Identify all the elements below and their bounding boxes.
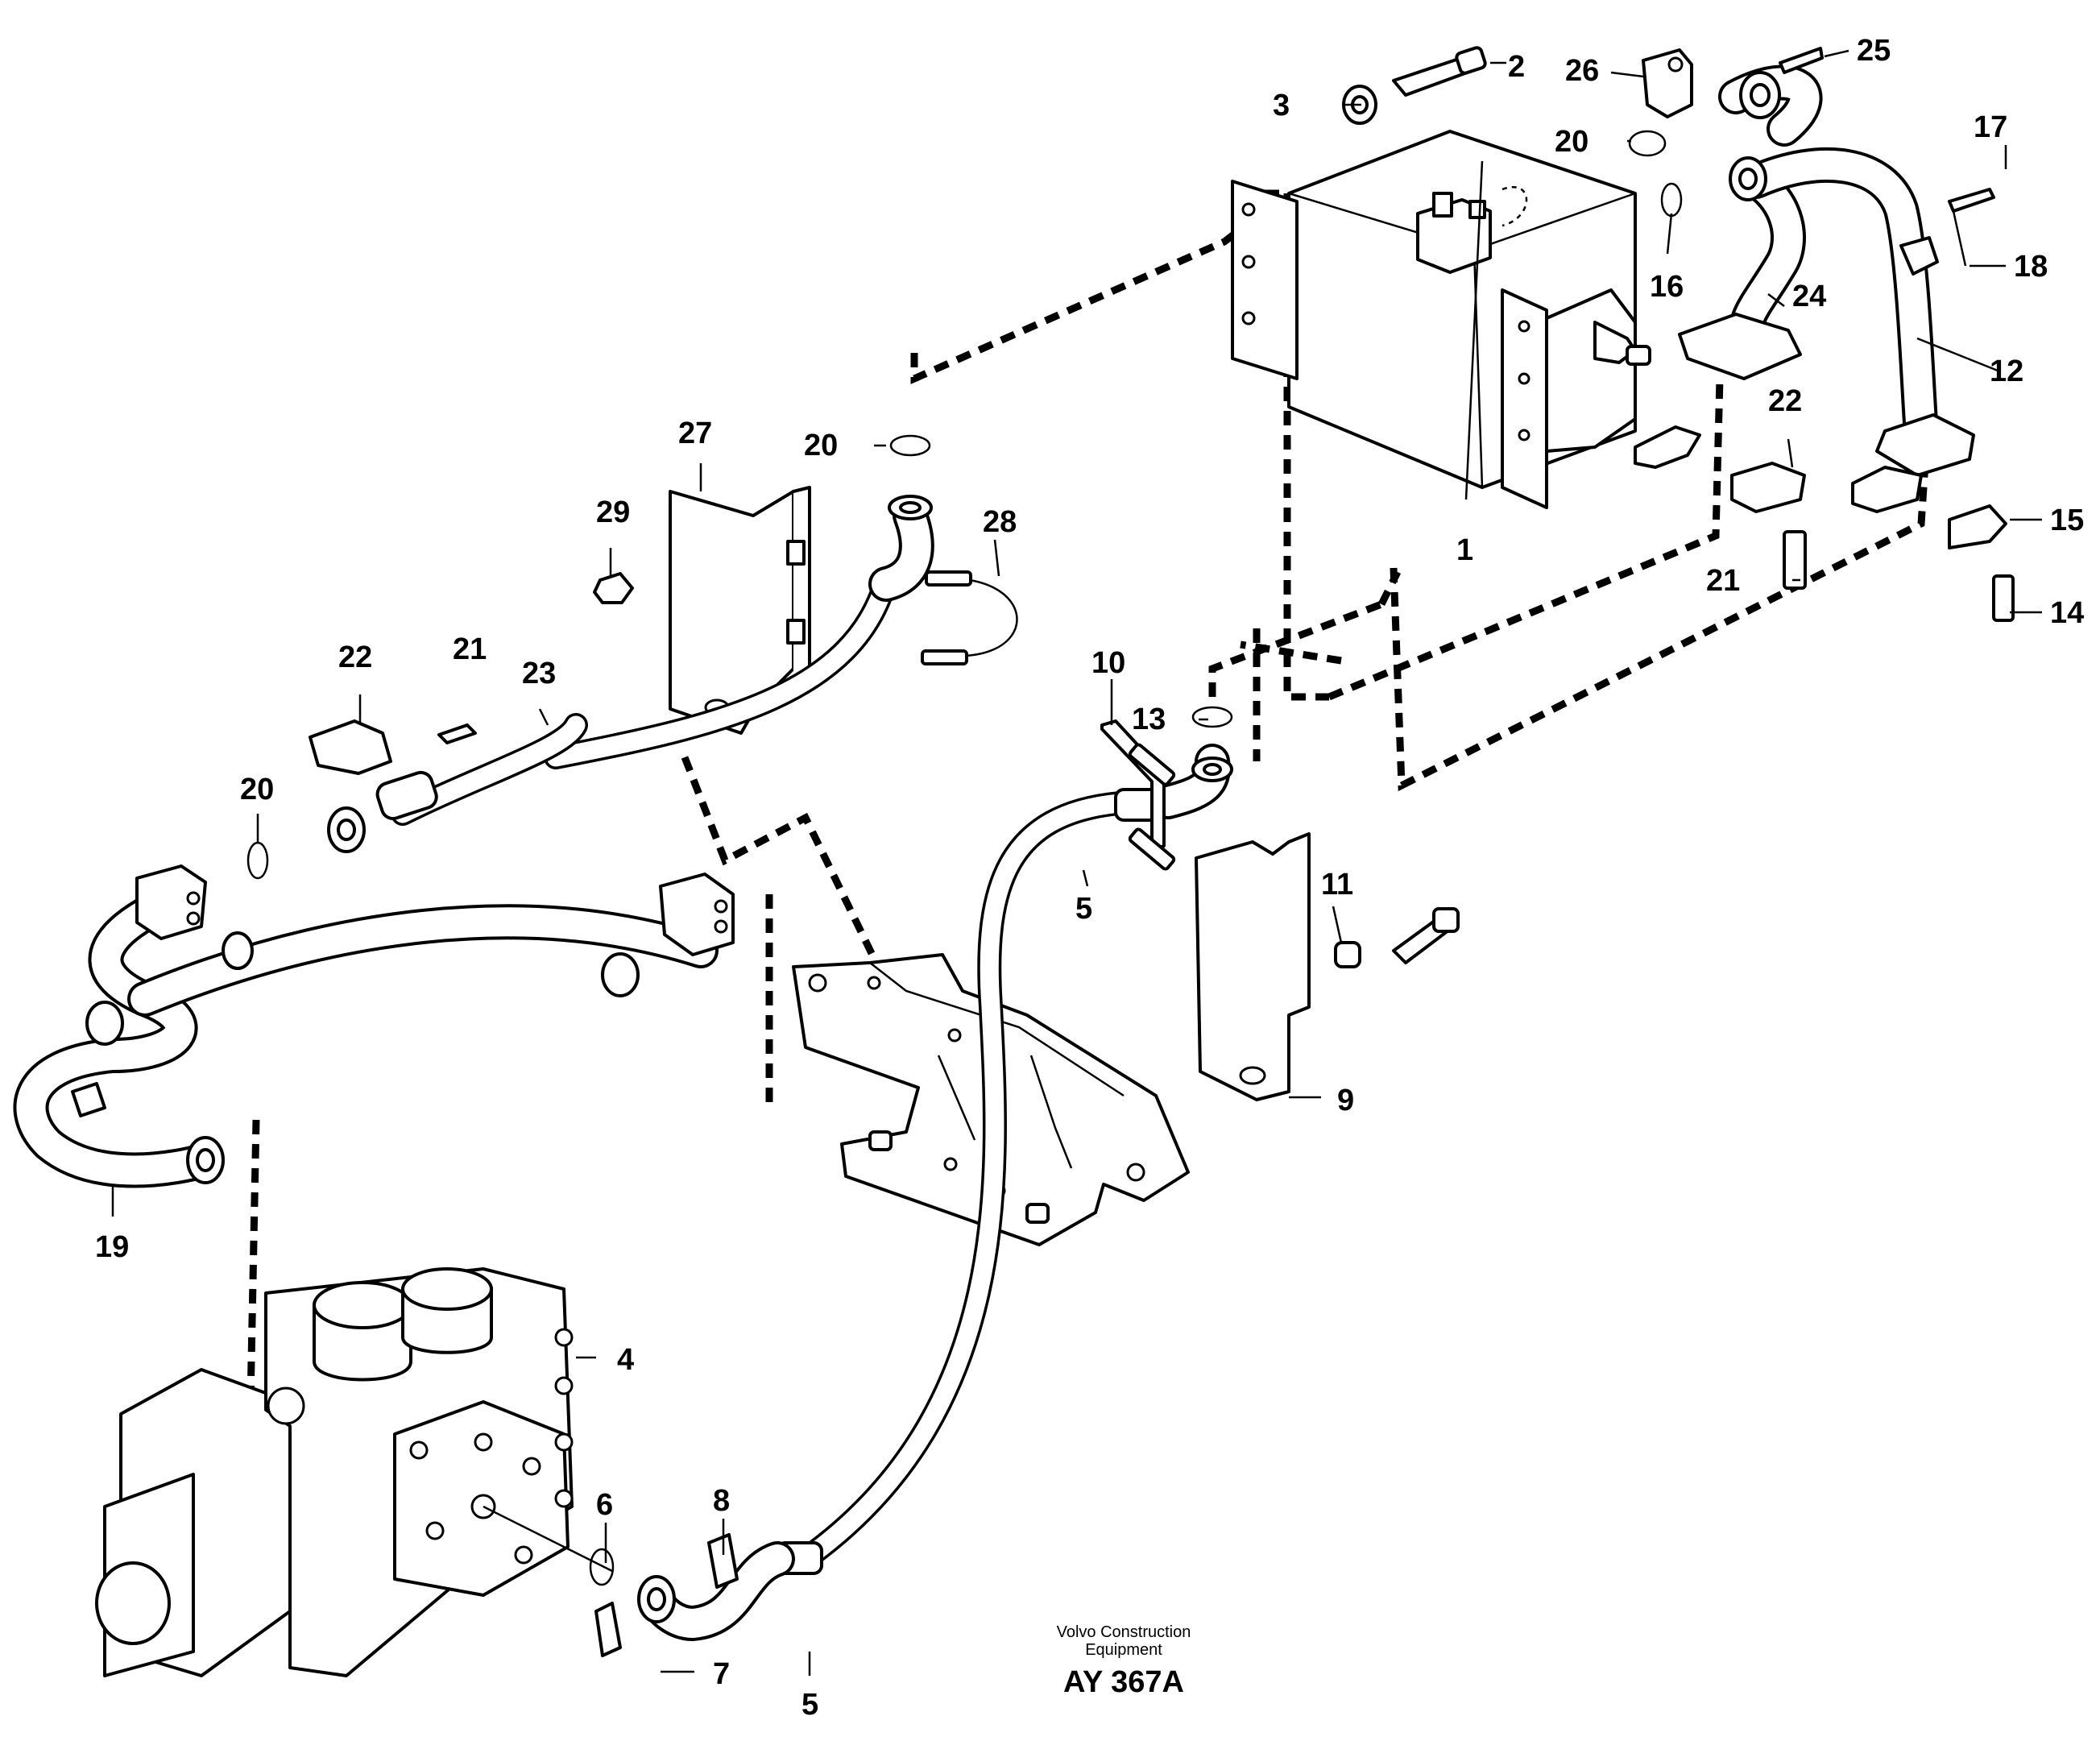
callout-10: 10 [1091,646,1125,680]
hose-28 [544,434,1018,769]
oil-tank [1231,130,1651,509]
callout-28: 28 [983,505,1017,539]
control-valve-4 [95,1267,613,1677]
callout-6: 6 [596,1488,613,1522]
figure-id: AY 367A [1063,1665,1184,1699]
callout-17: 17 [1974,110,2007,144]
callout-11: 11 [1321,868,1353,902]
callout-2: 2 [1508,50,1525,84]
callout-12: 12 [1990,354,2023,388]
callout-22b: 22 [338,640,372,674]
tank-pipes [1678,64,1975,477]
callout-22a: 22 [1768,384,1802,418]
brand-line-2: Equipment [1085,1641,1162,1659]
callout-7: 7 [713,1657,730,1691]
callout-21a: 21 [1706,564,1740,598]
callout-5b: 5 [801,1688,818,1722]
bracket-10 [1100,719,1176,871]
callout-26: 26 [1565,54,1599,88]
bracket-27 [593,486,811,735]
callout-18: 18 [2014,250,2048,284]
hose-5 [589,706,1233,1657]
callout-25: 25 [1857,34,1891,68]
leader-lines [111,49,2042,1676]
callout-24: 24 [1792,280,1826,313]
callouts: 1 2 3 4 5 5 6 7 8 9 10 11 12 13 14 15 16… [95,34,2084,1722]
callout-20a: 20 [1555,125,1588,159]
callout-29: 29 [596,495,630,529]
hose-23 [246,713,588,880]
callout-14: 14 [2050,596,2084,630]
callout-5a: 5 [1075,892,1092,926]
diagram-footer: Volvo Construction Equipment AY 367A [1057,1623,1191,1699]
callout-16: 16 [1650,270,1684,304]
callout-20c: 20 [240,773,274,806]
callout-4: 4 [617,1343,634,1377]
callout-15: 15 [2050,504,2084,537]
tank-fasteners [1342,46,2015,622]
callout-20b: 20 [804,429,838,462]
pipe-19 [13,864,735,1188]
callout-1: 1 [1456,533,1473,567]
callout-13: 13 [1132,703,1166,736]
callout-9: 9 [1337,1084,1354,1117]
callout-8: 8 [713,1484,730,1518]
callout-27: 27 [678,417,712,450]
callout-3: 3 [1273,89,1290,122]
callout-19: 19 [95,1230,129,1264]
bracket-9 [1195,832,1460,1101]
callout-23: 23 [522,657,556,690]
brand-line-1: Volvo Construction [1057,1623,1191,1641]
callout-21b: 21 [453,632,487,666]
